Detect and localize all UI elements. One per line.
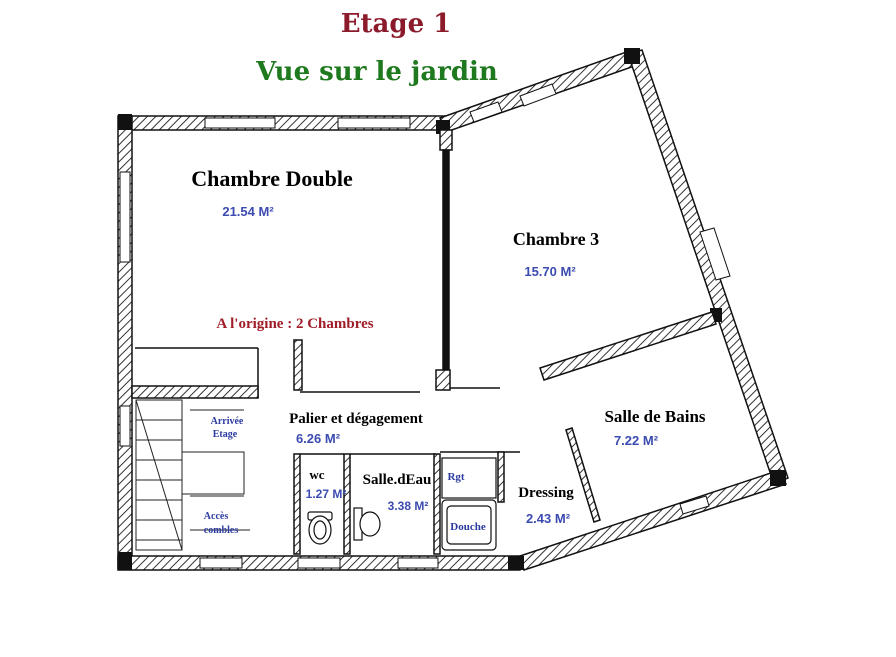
room-name-chambre-3: Chambre 3 [513,229,599,249]
staircase [135,399,250,551]
room-area-chambre-double: 21.54 M² [222,204,274,219]
room-area-salle-de-bains: 7.22 M² [614,433,659,448]
shower-icon [441,499,497,551]
room-name-chambre-double: Chambre Double [191,166,353,191]
stairs-arrivee-label: Arrivée [211,416,244,427]
room-area-dressing: 2.43 M² [526,511,571,526]
room-name-salle-de-bains: Salle de Bains [604,407,705,426]
stairs-combles-label: combles [204,525,239,536]
shower-label: Douche [450,521,486,533]
room-name-salle-eau: Salle.dEau [363,472,432,488]
room-area-salle-eau: 3.38 M² [388,499,429,513]
corner-posts [118,48,786,570]
interior-walls [131,129,717,555]
room-area-chambre-3: 15.70 M² [524,264,576,279]
fixtures [307,457,497,551]
stairs-etage-label: Etage [213,429,238,440]
sink-icon [353,507,381,541]
room-area-wc: 1.27 M² [306,487,347,501]
stairs-acces-label: Accès [204,511,229,522]
windows [119,83,731,569]
plan-title: Etage 1 [341,9,452,39]
toilet-icon [307,511,333,545]
plan-subtitle: Vue sur le jardin [255,57,498,87]
room-area-palier: 6.26 M² [296,431,341,446]
origin-note: A l'origine : 2 Chambres [216,316,373,332]
room-name-dressing: Dressing [518,485,574,501]
room-name-wc: wc [309,467,324,482]
storage-cabinet [441,457,497,499]
room-name-palier: Palier et dégagement [289,411,423,427]
storage-label: Rgt [447,471,464,483]
